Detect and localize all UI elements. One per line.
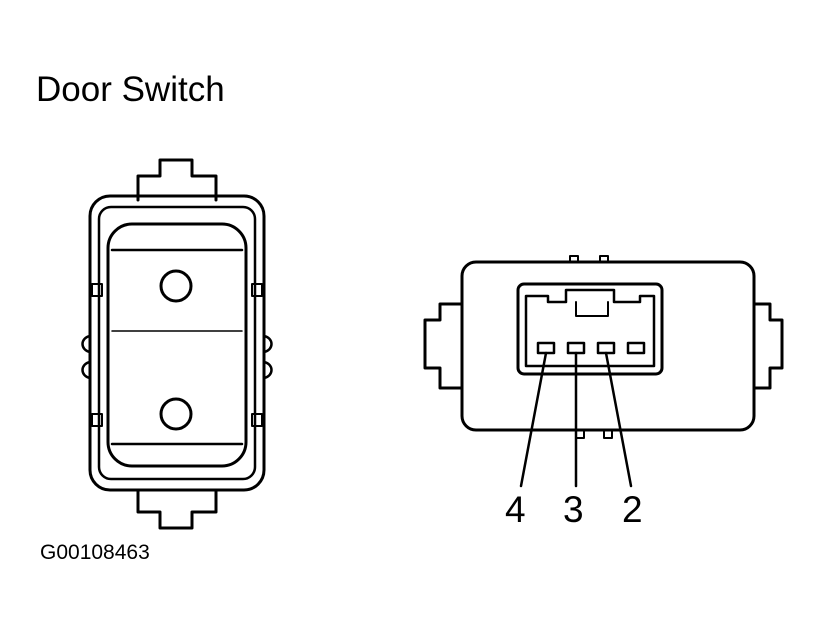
pin-label-3: 3 xyxy=(563,489,584,530)
connector-latch-window xyxy=(575,301,609,317)
connector-top-nub-left xyxy=(569,255,579,263)
connector-bottom-nub-right xyxy=(603,429,613,439)
switch-hole-top xyxy=(159,269,193,303)
switch-clip-right-top xyxy=(251,283,263,297)
switch-outer-housing xyxy=(88,194,266,492)
door-switch-body xyxy=(81,158,273,530)
connector-cavity-keyway xyxy=(524,288,656,368)
switch-hole-bottom xyxy=(159,397,193,431)
switch-bump-left-2 xyxy=(81,360,92,380)
connector-housing xyxy=(460,260,756,432)
switch-bump-right-2 xyxy=(262,360,273,380)
diagram-title: Door Switch xyxy=(36,70,225,109)
connector-cavity-outer xyxy=(516,282,664,376)
switch-top-tab xyxy=(136,158,218,202)
switch-bump-right xyxy=(262,334,273,354)
pin-label-4: 4 xyxy=(505,489,526,530)
switch-bottom-tab xyxy=(136,488,218,530)
switch-clip-left-bottom xyxy=(91,413,103,427)
switch-bump-left xyxy=(81,334,92,354)
connector-left-tab xyxy=(423,302,464,390)
switch-clip-left-top xyxy=(91,283,103,297)
pin-label-2: 2 xyxy=(622,489,643,530)
leader-line-pin-4 xyxy=(519,351,548,488)
switch-inner-frame xyxy=(97,205,257,481)
connector-terminal-4 xyxy=(536,341,556,355)
switch-plunger xyxy=(106,222,248,468)
figure-id: G00108463 xyxy=(40,541,150,564)
connector-terminal-1 xyxy=(626,341,646,355)
connector-right-tab xyxy=(752,302,784,390)
connector-top-nub-right xyxy=(599,255,609,263)
leader-line-pin-2 xyxy=(604,351,633,488)
connector-terminal-3 xyxy=(566,341,586,355)
connector-body xyxy=(423,255,784,488)
switch-clip-right-bottom xyxy=(251,413,263,427)
connector-terminal-2 xyxy=(596,341,616,355)
